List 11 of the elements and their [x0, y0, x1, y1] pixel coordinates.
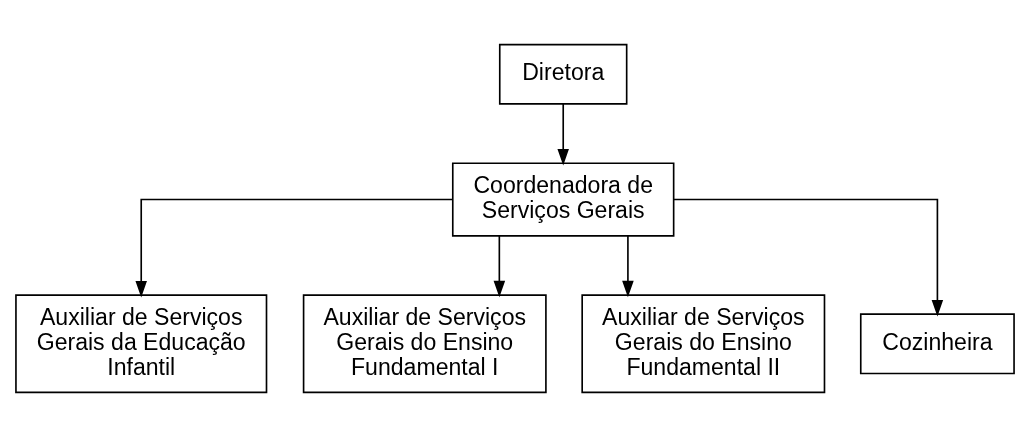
node-box: Auxiliar de Serviços Gerais do Ensino Fundamental II	[581, 294, 826, 394]
node-box: Auxiliar de Serviços Gerais da Educação Infantil	[15, 294, 268, 394]
node-box: Diretora	[498, 43, 628, 105]
node-box: Cozinheira	[859, 313, 1015, 375]
node-box: Auxiliar de Serviços Gerais do Ensino Fundamental I	[302, 294, 547, 394]
arrow	[673, 198, 944, 317]
arrow	[493, 235, 506, 298]
arrow	[622, 235, 634, 298]
arrow	[557, 103, 569, 166]
arrow	[135, 198, 454, 298]
node-box: Coordenadora de Serviços Gerais	[451, 162, 675, 237]
